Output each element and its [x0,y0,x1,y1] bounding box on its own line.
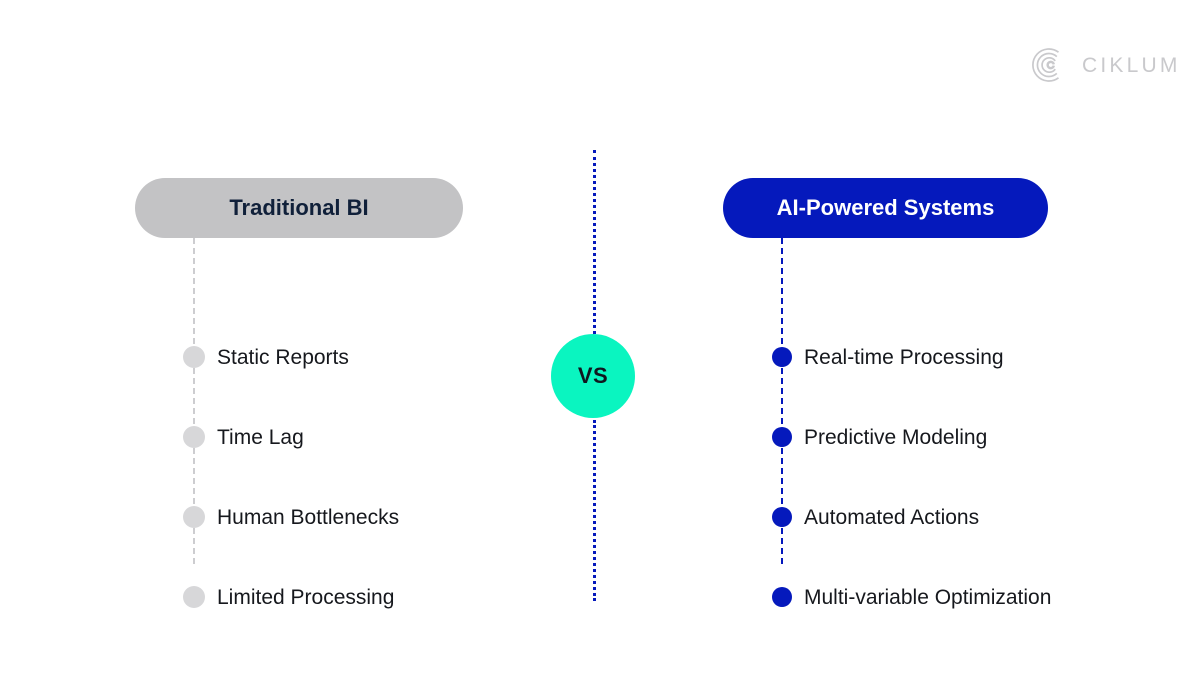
list-item-label: Static Reports [217,345,349,369]
list-item-label: Human Bottlenecks [217,505,400,529]
list-item-label: Limited Processing [217,585,395,609]
bullet-icon [772,507,792,527]
brand-wordmark: CIKLUM [1082,53,1181,77]
bullet-icon [183,586,205,608]
bullet-icon [772,347,792,367]
list-item: Predictive Modeling [723,425,987,449]
vs-badge: VS [551,334,635,418]
list-item: Multi-variable Optimization [723,585,1051,609]
bullet-icon [772,587,792,607]
timeline-track [193,238,195,564]
bullet-icon [183,346,205,368]
list-item-label: Automated Actions [804,505,980,529]
column-title: AI-Powered Systems [776,195,995,220]
list-item: Static Reports [135,345,349,369]
list-item-label: Time Lag [217,425,304,449]
bullet-icon [772,427,792,447]
bullet-icon [183,506,205,528]
column-traditional-bi: Traditional BI Static Reports Time Lag H… [135,178,565,608]
center-divider-upper [593,150,596,334]
list-item: Limited Processing [135,585,394,609]
bullet-icon [183,426,205,448]
brand-logo: CIKLUM [1028,45,1181,85]
column-header-traditional-bi: Traditional BI [135,178,463,238]
column-ai-powered-systems: AI-Powered Systems Real-time Processing … [723,178,1173,608]
list-item: Automated Actions [723,505,979,529]
column-title: Traditional BI [229,195,369,220]
center-divider-lower [593,420,596,601]
list-item-label: Multi-variable Optimization [804,585,1052,609]
list-item-label: Predictive Modeling [804,425,988,449]
list-item: Real-time Processing [723,345,1004,369]
timeline-track [781,238,783,564]
list-item-label: Real-time Processing [804,345,1004,369]
list-item: Time Lag [135,425,304,449]
column-header-ai-powered-systems: AI-Powered Systems [723,178,1048,238]
ciklum-c-arcs-icon [1032,48,1060,82]
list-item: Human Bottlenecks [135,505,399,529]
vs-badge-label: VS [577,363,609,388]
